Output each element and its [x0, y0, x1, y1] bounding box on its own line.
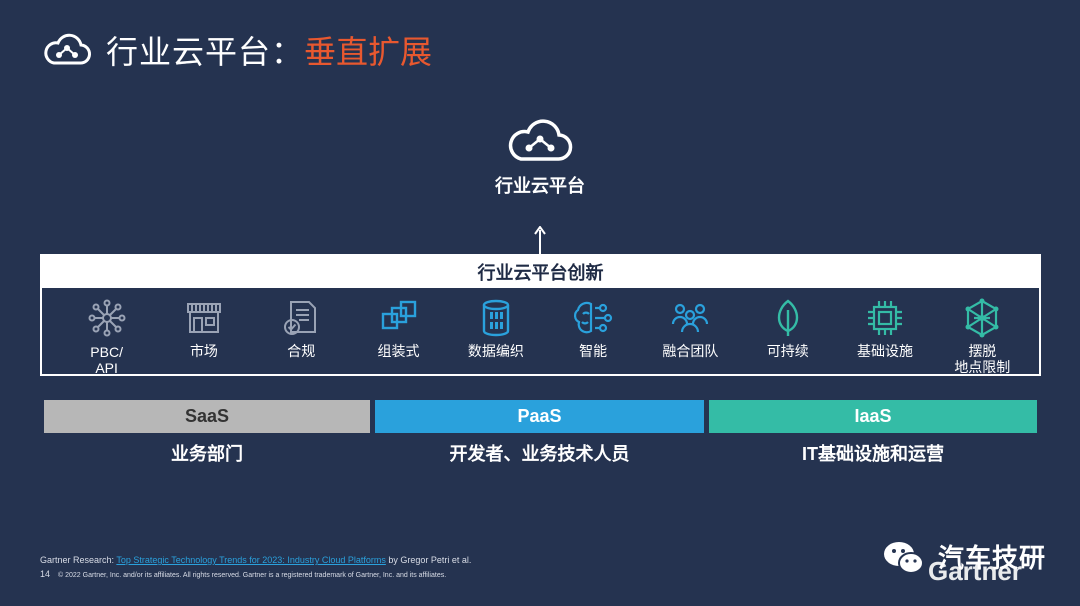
footer-source: Gartner Research: Top Strategic Technolo… [40, 555, 471, 565]
innovation-item: 智能 [544, 298, 641, 376]
innovation-label: PBC/ API [90, 344, 123, 376]
source-suffix: by Gregor Petri et al. [385, 555, 472, 565]
innovation-item: 数据编织 [447, 298, 544, 376]
data-fabric-icon [482, 299, 510, 337]
label-text: 摆脱 地点限制 [954, 344, 1011, 376]
intelligence-icon [574, 301, 613, 334]
sustainability-icon [777, 299, 798, 336]
source-link[interactable]: Top Strategic Technology Trends for 2023… [116, 555, 386, 565]
innovation-icon-row: PBC/ API 市场 [42, 288, 1039, 376]
innovation-label: 基础设施 [857, 344, 914, 360]
cloud-network-icon [44, 33, 91, 65]
innovation-item: 摆脱 地点限制 [934, 298, 1031, 376]
infrastructure-icon [868, 301, 903, 335]
hero-label: 行业云平台 [495, 176, 585, 196]
innovation-item: 市场 [155, 298, 252, 376]
audience-iaas: IT基础设施和运营 [802, 444, 944, 464]
audience-saas: 业务部门 [171, 444, 243, 464]
wechat-icon [884, 542, 924, 574]
innovation-label: 组装式 [377, 344, 420, 360]
innovation-label: 可持续 [766, 344, 809, 360]
compliance-icon [284, 301, 317, 335]
innovation-panel: 行业云平台创新 PBC/ API [40, 254, 1041, 376]
innovation-label: 智能 [579, 344, 608, 360]
audience-paas: 开发者、业务技术人员 [449, 444, 630, 464]
innovation-item: 组装式 [350, 298, 447, 376]
market-icon [186, 303, 221, 333]
fusion-team-icon [672, 303, 709, 333]
tier-iaas: IaaS [709, 400, 1037, 433]
cloud-network-icon [508, 119, 573, 161]
innovation-label: 摆脱 地点限制 [954, 344, 1010, 376]
innovation-item: 基础设施 [836, 298, 933, 376]
innovation-label: 市场 [189, 344, 218, 360]
title-accent: 垂直扩展 [304, 33, 433, 71]
innovation-item: PBC/ API [58, 298, 155, 376]
composable-icon [381, 300, 416, 330]
brand-watermark: Gartner 汽车技研 [880, 534, 1050, 586]
pbc-api-icon [88, 299, 126, 337]
innovation-item: 合规 [253, 298, 350, 376]
gartner-logo: Gartner [928, 556, 1022, 586]
footer-copyright: 14 © 2022 Gartner, Inc. and/or its affili… [40, 569, 446, 579]
source-prefix: Gartner Research: [40, 555, 117, 565]
innovation-header: 行业云平台创新 [42, 256, 1039, 288]
copyright-text: © 2022 Gartner, Inc. and/or its affiliat… [58, 572, 447, 579]
innovation-item: 可持续 [739, 298, 836, 376]
innovation-item: 融合团队 [642, 298, 739, 376]
slide-title: 行业云平台：垂直扩展 [42, 28, 432, 72]
hero-industry-cloud: 行业云平台 [0, 118, 1080, 198]
wechat-account-name: 汽车技研 [938, 543, 1047, 573]
title-main: 行业云平台： [106, 33, 305, 71]
page-number: 14 [40, 569, 51, 579]
innovation-label: 数据编织 [467, 344, 524, 360]
tier-saas: SaaS [44, 400, 370, 433]
tier-paas: PaaS [375, 400, 704, 433]
label-text: PBC/ API [90, 344, 123, 376]
arrow-up-icon [534, 226, 546, 256]
location-free-icon [965, 298, 999, 338]
innovation-label: 融合团队 [662, 344, 719, 360]
innovation-label: 合规 [287, 344, 316, 360]
